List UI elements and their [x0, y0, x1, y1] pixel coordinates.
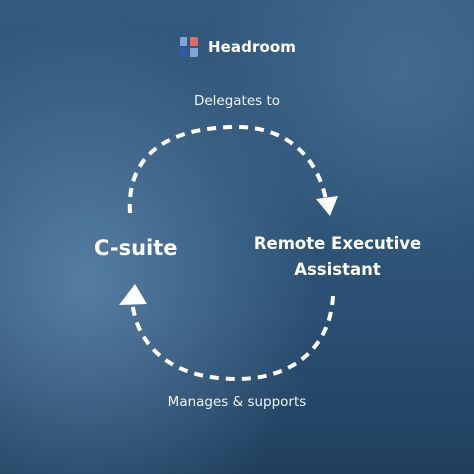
brand: Headroom — [178, 36, 296, 58]
headroom-logo-icon — [180, 37, 198, 57]
brand-name: Headroom — [208, 38, 297, 56]
bottom-arrowhead-icon — [119, 284, 147, 305]
right-node-line1: Remote Executive — [253, 234, 422, 253]
top-arrowhead-icon — [316, 196, 338, 216]
right-node-line2: Assistant — [294, 260, 381, 279]
top-arc-arrow — [127, 124, 328, 214]
c-suite-node: C-suite — [94, 236, 178, 260]
remote-executive-assistant-node: Remote Executive Assistant — [250, 231, 425, 283]
bottom-arc-arrow — [130, 295, 335, 382]
bottom-arrow-label: Manages & supports — [167, 394, 307, 410]
top-arrow-label: Delegates to — [193, 93, 281, 109]
